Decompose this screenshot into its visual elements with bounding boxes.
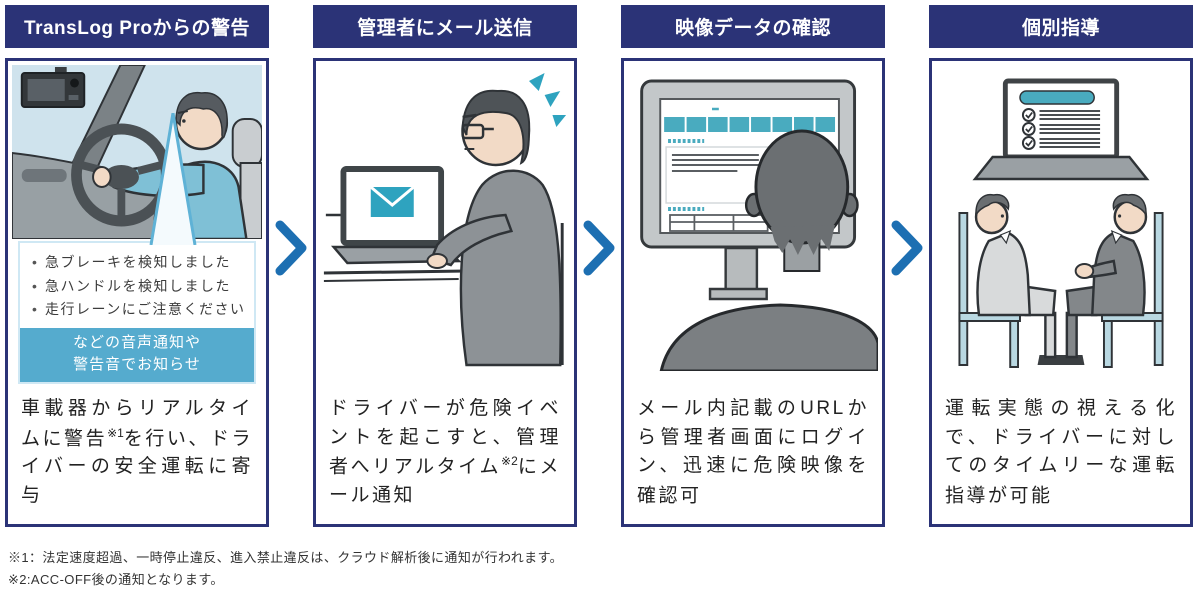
manager-figure bbox=[426, 89, 562, 367]
step-3-header: 映像データの確認 bbox=[621, 5, 885, 48]
gesturing-hand bbox=[1074, 263, 1095, 279]
driver-hand bbox=[92, 166, 112, 188]
viewer-figure bbox=[659, 129, 878, 371]
step-column-1: TransLog Proからの警告 bbox=[5, 5, 269, 527]
next-step-arrow-icon bbox=[583, 220, 615, 276]
step-2-header: 管理者にメール送信 bbox=[313, 5, 577, 48]
step-2-description: ドライバーが危険イベントを起こすと、管理者へリアルタイム※2にメール通知 bbox=[329, 398, 561, 506]
car-seat bbox=[231, 118, 262, 239]
step-4-card: 運転実態の視える化で、ドライバーに対してのタイムリーな運転指導が可能 bbox=[929, 58, 1193, 527]
checklist-rows bbox=[1021, 108, 1101, 150]
email-alert-illustration bbox=[323, 73, 567, 367]
step-column-2: 管理者にメール送信 bbox=[313, 5, 577, 527]
next-step-arrow-icon bbox=[891, 220, 923, 276]
alert-marks-icon bbox=[528, 73, 567, 127]
step-1-card: 急ブレーキを検知しました 急ハンドルを検知しました 走行レーンにご注意ください … bbox=[5, 58, 269, 527]
driver-trainee-figure bbox=[974, 193, 1067, 365]
coaching-illustration bbox=[958, 78, 1164, 368]
step-4-description: 運転実態の視える化で、ドライバーに対してのタイムリーな運転指導が可能 bbox=[945, 398, 1177, 506]
step-flow: TransLog Proからの警告 bbox=[5, 5, 1193, 527]
step-4-header: 個別指導 bbox=[929, 5, 1193, 48]
dashboard-monitor-illustration bbox=[640, 79, 878, 371]
driver-dashcam-illustration bbox=[12, 65, 262, 239]
arrow-gap bbox=[269, 5, 313, 527]
footnote-line-1: ※1：法定速度超過、一時停止違反、進入禁止違反は、クラウド解析後に通知が行われま… bbox=[8, 550, 564, 565]
alert-message-item: 走行レーンにご注意ください bbox=[30, 298, 248, 322]
step-2-card: ドライバーが危険イベントを起こすと、管理者へリアルタイム※2にメール通知 bbox=[313, 58, 577, 527]
manager-coach-figure bbox=[1055, 193, 1148, 365]
step-3-card: メール内記載のURLから管理者画面にログイン、迅速に危険映像を確認可 bbox=[621, 58, 885, 527]
next-step-arrow-icon bbox=[275, 220, 307, 276]
step-1-description: 車載器からリアルタイムに警告※1を行い、ドライバーの安全運転に寄与 bbox=[21, 398, 253, 506]
footnotes: ※1：法定速度超過、一時停止違反、進入禁止違反は、クラウド解析後に通知が行われま… bbox=[8, 547, 563, 591]
speech-bubble-pointer bbox=[149, 113, 197, 245]
glasses-icon bbox=[461, 123, 485, 140]
voice-alert-bubble: 急ブレーキを検知しました 急ハンドルを検知しました 走行レーンにご注意ください … bbox=[18, 241, 256, 384]
voice-alert-caption: などの音声通知や 警告音でお知らせ bbox=[20, 327, 254, 382]
checklist-laptop-icon bbox=[972, 78, 1150, 181]
dashcam-icon bbox=[20, 67, 86, 108]
step-1-header: TransLog Proからの警告 bbox=[5, 5, 269, 48]
alert-message-list: 急ブレーキを検知しました 急ハンドルを検知しました 走行レーンにご注意ください bbox=[20, 243, 254, 328]
step-column-4: 個別指導 bbox=[929, 5, 1193, 527]
arrow-gap bbox=[885, 5, 929, 527]
alert-message-item: 急ブレーキを検知しました bbox=[30, 251, 248, 275]
alert-message-item: 急ハンドルを検知しました bbox=[30, 275, 248, 299]
step-3-description: メール内記載のURLから管理者画面にログイン、迅速に危険映像を確認可 bbox=[637, 398, 869, 506]
step-column-3: 映像データの確認 bbox=[621, 5, 885, 527]
footnote-line-2: ※2:ACC-OFF後の通知となります。 bbox=[8, 572, 224, 588]
arrow-gap bbox=[577, 5, 621, 527]
